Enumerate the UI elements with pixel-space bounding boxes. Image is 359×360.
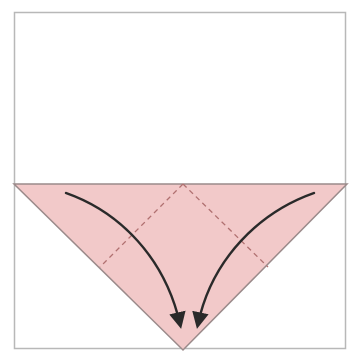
origami-fold-diagram xyxy=(0,0,359,360)
